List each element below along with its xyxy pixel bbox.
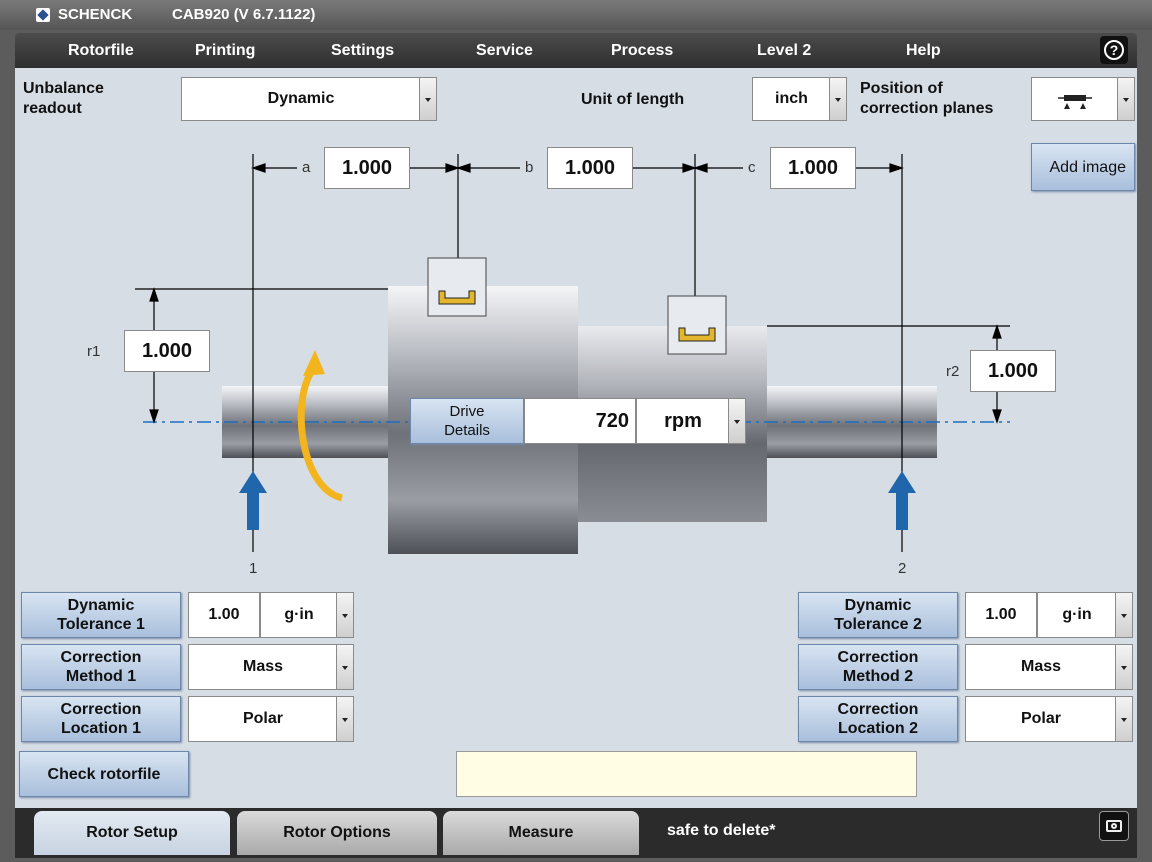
plane-2-number: 2 <box>898 560 907 577</box>
correction-planes-position-select[interactable] <box>1031 77 1135 121</box>
tolerance-2-input[interactable]: 1.00 <box>965 592 1037 638</box>
chevron-down-icon[interactable] <box>336 593 353 637</box>
tolerance-1-unit-select[interactable]: g·in <box>260 592 354 638</box>
unbalance-readout-value: Dynamic <box>267 90 335 107</box>
correction-location-2-value: Polar <box>1020 710 1061 727</box>
bearing-1-arrow-icon <box>239 471 267 530</box>
correction-location-2-select[interactable]: Polar <box>965 696 1133 742</box>
message-box <box>456 751 917 797</box>
title-bar: SCHENCK CAB920 (V 6.7.1122) <box>0 0 1152 30</box>
tab-rotor-setup[interactable]: Rotor Setup <box>34 811 230 855</box>
dimension-b-label: b <box>525 159 534 176</box>
menu-settings[interactable]: Settings <box>331 42 395 59</box>
speed-unit-value: rpm <box>664 409 702 432</box>
unbalance-readout-select[interactable]: Dynamic <box>181 77 437 121</box>
menu-bar: Rotorfile Printing Settings Service Proc… <box>15 33 1137 68</box>
tolerance-2-unit-value: g·in <box>1062 606 1092 623</box>
tolerance-1-unit-value: g·in <box>284 606 314 623</box>
dimension-r2-input[interactable]: 1.000 <box>970 350 1056 392</box>
correction-method-1-select[interactable]: Mass <box>188 644 354 690</box>
menu-process[interactable]: Process <box>611 42 674 59</box>
brand-name: SCHENCK <box>58 6 133 23</box>
dynamic-tolerance-1-button[interactable]: Dynamic Tolerance 1 <box>21 592 181 638</box>
unit-of-length-select[interactable]: inch <box>752 77 847 121</box>
menu-printing[interactable]: Printing <box>195 42 256 59</box>
rotorfile-status: safe to delete* <box>667 822 776 839</box>
tolerance-1-input[interactable]: 1.00 <box>188 592 260 638</box>
dimension-r2-label: r2 <box>946 363 960 380</box>
dimension-a-input[interactable]: 1.000 <box>324 147 410 189</box>
correction-planes-layout-icon <box>1032 78 1118 120</box>
correction-location-1-select[interactable]: Polar <box>188 696 354 742</box>
bearing-2-arrow-icon <box>888 471 916 530</box>
correction-method-1-value: Mass <box>242 658 284 675</box>
chevron-down-icon[interactable] <box>1115 645 1132 689</box>
correction-location-2-button[interactable]: Correction Location 2 <box>798 696 958 742</box>
drive-speed-input[interactable]: 720 <box>524 398 636 444</box>
sensor-plane-2-icon <box>667 295 727 355</box>
dimension-a-label: a <box>302 159 311 176</box>
chevron-down-icon[interactable] <box>336 645 353 689</box>
chevron-down-icon[interactable] <box>1115 593 1132 637</box>
unit-of-length-value: inch <box>775 90 808 107</box>
correction-method-1-button[interactable]: Correction Method 1 <box>21 644 181 690</box>
tab-rotor-options[interactable]: Rotor Options <box>237 811 437 855</box>
sensor-plane-1-icon <box>427 257 487 317</box>
chevron-down-icon[interactable] <box>728 399 745 443</box>
chevron-down-icon[interactable] <box>336 697 353 741</box>
chevron-down-icon[interactable] <box>1115 697 1132 741</box>
correction-location-1-value: Polar <box>242 710 283 727</box>
correction-method-2-value: Mass <box>1020 658 1062 675</box>
screenshot-camera-icon[interactable] <box>1099 811 1129 841</box>
position-of-correction-planes-label: Position of correction planes <box>860 80 994 117</box>
dimension-r1-label: r1 <box>87 343 101 360</box>
bottom-tab-bar: Rotor Setup Rotor Options Measure safe t… <box>15 808 1137 858</box>
dimension-b-input[interactable]: 1.000 <box>547 147 633 189</box>
unit-of-length-label: Unit of length <box>581 91 685 108</box>
correction-location-1-button[interactable]: Correction Location 1 <box>21 696 181 742</box>
unbalance-readout-label: Unbalance readout <box>23 80 104 117</box>
dimension-c-label: c <box>748 159 756 176</box>
plane-1-number: 1 <box>249 560 258 577</box>
dimension-r1-input[interactable]: 1.000 <box>124 330 210 372</box>
menu-level-2[interactable]: Level 2 <box>757 42 812 59</box>
dynamic-tolerance-2-button[interactable]: Dynamic Tolerance 2 <box>798 592 958 638</box>
chevron-down-icon[interactable] <box>1117 78 1134 120</box>
tolerance-2-unit-select[interactable]: g·in <box>1037 592 1133 638</box>
dimension-c-input[interactable]: 1.000 <box>770 147 856 189</box>
tab-measure[interactable]: Measure <box>443 811 639 855</box>
help-icon[interactable]: ? <box>1100 36 1128 64</box>
correction-method-2-button[interactable]: Correction Method 2 <box>798 644 958 690</box>
add-image-button[interactable]: Add image <box>1031 143 1135 191</box>
correction-method-2-select[interactable]: Mass <box>965 644 1133 690</box>
menu-service[interactable]: Service <box>476 42 533 59</box>
rotor-setup-panel: Unbalance readout Dynamic Unit of length… <box>15 68 1137 808</box>
menu-help[interactable]: Help <box>906 42 941 59</box>
chevron-down-icon[interactable] <box>419 78 436 120</box>
check-rotorfile-button[interactable]: Check rotorfile <box>19 751 189 797</box>
drive-details-button[interactable]: Drive Details <box>410 398 524 444</box>
menu-rotorfile[interactable]: Rotorfile <box>68 42 134 59</box>
app-version: CAB920 (V 6.7.1122) <box>172 6 316 23</box>
drive-speed-unit-select[interactable]: rpm <box>636 398 746 444</box>
chevron-down-icon[interactable] <box>829 78 846 120</box>
schenck-logo-icon <box>36 8 50 22</box>
rotation-direction-icon <box>297 365 344 502</box>
